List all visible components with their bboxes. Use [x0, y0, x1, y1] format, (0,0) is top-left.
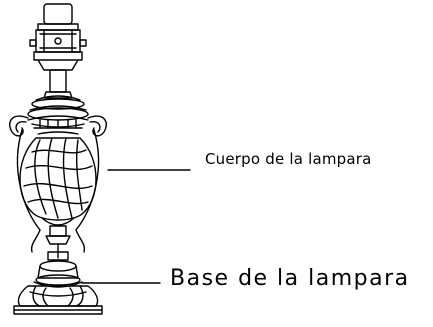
- base: [13, 260, 103, 315]
- collar: [27, 95, 89, 135]
- stem: [43, 69, 73, 99]
- label-base: Base de la lampara: [170, 266, 410, 291]
- body-vase: [19, 137, 97, 221]
- label-body: Cuerpo de la lampara: [205, 150, 372, 168]
- handles: [9, 115, 107, 253]
- socket: [29, 3, 87, 71]
- lower-stem: [41, 217, 75, 261]
